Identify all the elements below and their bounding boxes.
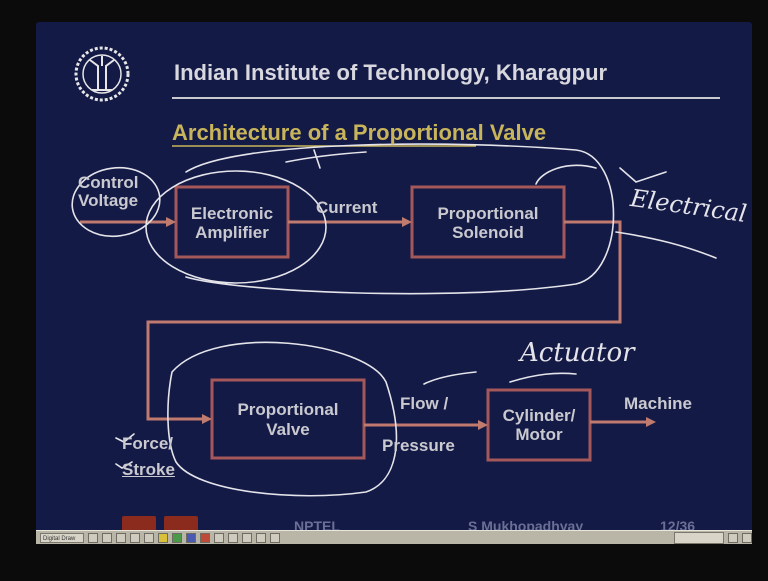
pen-tool-icon[interactable]: [88, 532, 98, 543]
motor-label: Motor: [515, 425, 563, 444]
yellow-color-icon[interactable]: [158, 532, 168, 543]
rectangle-tool-icon[interactable]: [242, 532, 252, 543]
blue-color-icon[interactable]: [186, 532, 196, 543]
start-button[interactable]: Digital Draw: [40, 532, 84, 543]
forward-arrow-icon[interactable]: [144, 532, 154, 543]
cylinder-word-label: Cylinder/: [502, 406, 576, 425]
save-icon[interactable]: [742, 532, 752, 543]
black-color-icon[interactable]: [214, 532, 224, 543]
voltage-label: Voltage: [78, 191, 139, 210]
handwritten-annotations: [71, 143, 717, 497]
clock-display: [674, 531, 724, 544]
back-arrow-icon[interactable]: [130, 532, 140, 543]
amplifier-word-label: Amplifier: [195, 223, 269, 242]
flow-label: Flow /: [400, 394, 449, 413]
pressure-label: Pressure: [382, 436, 455, 455]
iit-logo-icon: [74, 46, 130, 102]
pencil-tool-icon[interactable]: [102, 532, 112, 543]
red-color-icon[interactable]: [200, 532, 210, 543]
institute-name: Indian Institute of Technology, Kharagpu…: [174, 60, 608, 85]
line-tool-icon[interactable]: [228, 532, 238, 543]
slide: Indian Institute of Technology, Kharagpu…: [36, 22, 752, 544]
control-voltage-label: Control Voltage: [78, 174, 138, 210]
valve-proportional-label: Proportional: [237, 400, 339, 419]
window-icon[interactable]: [728, 532, 738, 543]
proportional-label: Proportional: [437, 204, 539, 223]
slide-title: Architecture of a Proportional Valve: [172, 120, 547, 145]
amplifier-label: Electronic Amplifier: [176, 204, 288, 242]
signal-arrows: [80, 217, 656, 430]
solenoid-word-label: Solenoid: [452, 223, 524, 242]
solenoid-label: Proportional Solenoid: [412, 204, 564, 242]
machine-label: Machine: [624, 394, 693, 413]
cylinder-label: Cylinder/ Motor: [488, 406, 590, 444]
diagram-canvas: [71, 46, 720, 497]
valve-word-label: Valve: [266, 420, 310, 439]
valve-label: Proportional Valve: [212, 400, 364, 440]
actuator-note: Actuator: [520, 338, 635, 368]
green-color-icon[interactable]: [172, 532, 182, 543]
text-tool-icon[interactable]: [270, 532, 280, 543]
stroke-label: Stroke: [122, 460, 175, 479]
electronic-label: Electronic: [190, 204, 274, 223]
force-label: Force/: [122, 434, 174, 453]
ellipse-tool-icon[interactable]: [256, 532, 266, 543]
drawing-toolbar: Digital Draw: [36, 530, 752, 544]
current-label: Current: [316, 198, 378, 217]
eraser-tool-icon[interactable]: [116, 532, 126, 543]
control-label: Control: [78, 173, 139, 192]
